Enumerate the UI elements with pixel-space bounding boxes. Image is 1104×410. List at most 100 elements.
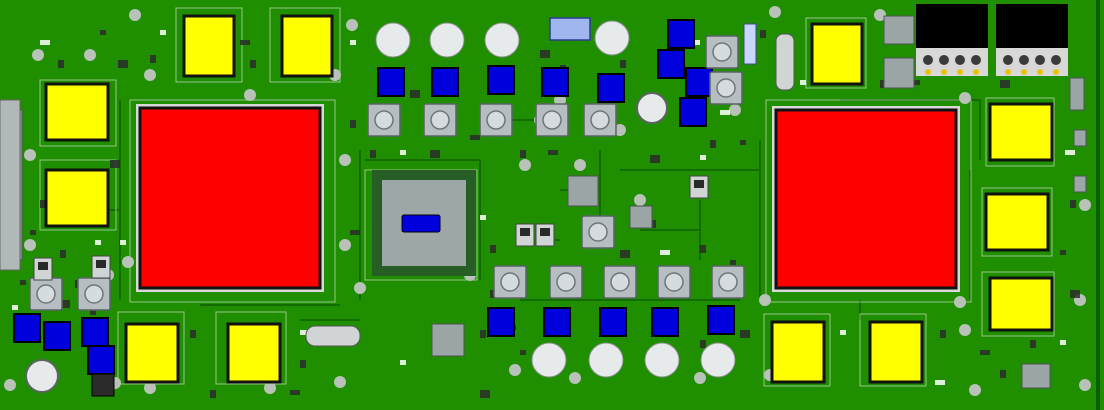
smd-component — [660, 250, 670, 255]
blue-ic — [685, 67, 713, 97]
button-plunger — [712, 42, 732, 62]
header-connector — [916, 4, 988, 76]
smd-component — [95, 240, 101, 245]
connector-pin — [957, 69, 963, 75]
round-capacitor — [700, 342, 736, 378]
mounting-hole — [264, 382, 276, 394]
mounting-hole — [954, 296, 966, 308]
connector-pin — [941, 69, 947, 75]
button-plunger — [664, 272, 684, 292]
regulator-tab — [38, 262, 48, 270]
smd-component — [40, 200, 46, 208]
silkscreen-outline — [39, 159, 117, 231]
smd-component — [190, 330, 196, 338]
silkscreen-outline — [981, 271, 1055, 337]
smd-component — [210, 390, 216, 398]
header-connector — [996, 4, 1068, 76]
smd-component — [720, 110, 730, 115]
mounting-hole — [4, 379, 16, 391]
smd-component — [470, 135, 480, 140]
connector-pin — [1035, 55, 1045, 65]
button-plunger — [542, 110, 562, 130]
tactile-button — [493, 265, 527, 299]
regulator-tab — [96, 260, 106, 268]
round-capacitor — [531, 342, 567, 378]
tactile-button — [29, 277, 63, 311]
mounting-hole — [129, 9, 141, 21]
blue-ic — [487, 65, 515, 95]
silkscreen-outline — [765, 99, 972, 303]
mounting-hole — [122, 256, 134, 268]
inductor-pad — [280, 14, 334, 78]
tactile-button — [711, 265, 745, 299]
round-capacitor — [484, 22, 520, 58]
smd-component — [740, 140, 746, 145]
smd-component — [240, 40, 250, 45]
smd-component — [100, 30, 106, 35]
smd-component — [1070, 290, 1080, 298]
smd-component — [935, 380, 945, 385]
tactile-button — [479, 103, 513, 137]
smd-component — [1000, 80, 1010, 88]
blue-ic — [597, 73, 625, 103]
round-capacitor — [644, 342, 680, 378]
blue-ic — [87, 345, 115, 375]
regulator-tab — [520, 228, 530, 236]
round-capacitor — [594, 20, 630, 56]
connector-pin — [955, 55, 965, 65]
button-plunger — [718, 272, 738, 292]
smd-component — [700, 340, 706, 348]
mounting-hole — [519, 159, 531, 171]
connector-housing — [996, 4, 1068, 48]
smd-component — [400, 360, 406, 365]
voltage-regulator — [33, 257, 53, 281]
inductor-pad — [182, 14, 236, 78]
smd-component — [58, 60, 64, 68]
smd-component — [1070, 200, 1076, 208]
round-capacitor — [429, 22, 465, 58]
mounting-hole — [1079, 379, 1091, 391]
smd-component — [740, 330, 750, 338]
smd-component — [350, 120, 356, 128]
mounting-hole — [346, 19, 358, 31]
inductor-pad — [770, 320, 826, 384]
mounting-hole — [569, 372, 581, 384]
connector-pin — [925, 69, 931, 75]
electrolytic-capacitor — [25, 359, 59, 393]
crystal-oscillator — [305, 325, 361, 347]
button-plunger — [590, 110, 610, 130]
tactile-button — [657, 265, 691, 299]
grey-chip — [883, 57, 915, 89]
smd-component — [290, 390, 300, 395]
mounting-hole — [339, 239, 351, 251]
blue-ic — [679, 97, 707, 127]
smd-component — [12, 305, 18, 310]
smd-component — [1060, 340, 1066, 345]
mounting-hole — [959, 324, 971, 336]
regulator-tab — [540, 228, 550, 236]
smd-component — [840, 330, 846, 335]
button-plunger — [610, 272, 630, 292]
heatsink-pad — [772, 106, 960, 292]
smd-component — [400, 150, 406, 155]
smd-component — [650, 155, 660, 163]
grey-chip — [1069, 77, 1085, 111]
smd-component — [480, 215, 486, 220]
smd-component — [520, 350, 526, 355]
tactile-button — [549, 265, 583, 299]
blue-ic — [487, 307, 515, 337]
inductor-pad — [226, 322, 282, 384]
smd-component — [490, 245, 496, 253]
mounting-hole — [769, 6, 781, 18]
smd-component — [250, 60, 256, 68]
button-plunger — [486, 110, 506, 130]
silkscreen-outline — [39, 79, 117, 147]
connector-housing — [916, 4, 988, 48]
tactile-button — [583, 103, 617, 137]
smd-component — [730, 260, 736, 265]
smd-component — [700, 155, 706, 160]
blue-ic — [43, 321, 71, 351]
heatsink-surface — [138, 106, 322, 290]
button-plunger — [556, 272, 576, 292]
regulator-tab — [694, 180, 704, 188]
